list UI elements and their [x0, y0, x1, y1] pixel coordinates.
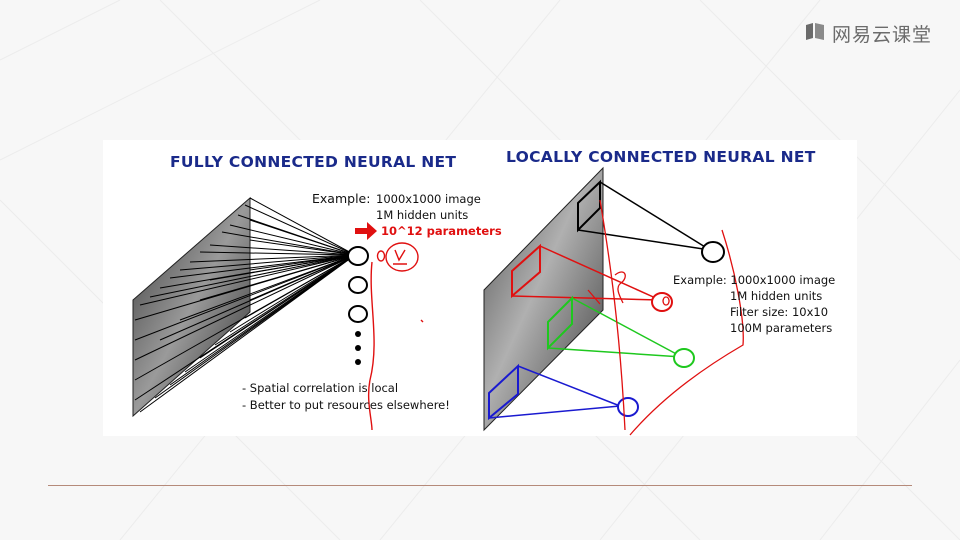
footer-divider [48, 485, 912, 486]
hidden-unit-3 [348, 305, 368, 323]
fully-connected-title: FULLY CONNECTED NEURAL NET [170, 153, 457, 171]
red-arrow-icon [355, 222, 377, 240]
parameter-count: 10^12 parameters [381, 224, 502, 238]
ellipsis-dot [355, 345, 361, 351]
brand-name: 网易云课堂 [831, 24, 932, 46]
filter-patch-blue [488, 363, 519, 421]
brand-logo: 网易云课堂 [804, 20, 932, 47]
filter-patch-red [511, 243, 541, 299]
hidden-unit-1 [347, 246, 369, 266]
bullet-better-resources: - Better to put resources elsewhere! [242, 398, 450, 412]
locally-connected-title: LOCALLY CONNECTED NEURAL NET [506, 148, 816, 166]
hidden-unit-blue [617, 397, 639, 417]
input-image-plane [483, 166, 604, 432]
filter-patch-green [547, 295, 573, 351]
hidden-unit-green [673, 348, 695, 368]
hidden-unit-2 [348, 276, 368, 294]
ellipsis-dot [355, 359, 361, 365]
ellipsis-dot [355, 331, 361, 337]
right-parameter-count: 100M parameters [730, 321, 833, 335]
right-hidden-units-count: 1M hidden units [730, 289, 823, 303]
hidden-units-count: 1M hidden units [376, 208, 469, 222]
book-logo-icon [804, 22, 826, 46]
filter-patch-black [577, 179, 601, 233]
bullet-spatial-correlation: - Spatial correlation is local [242, 381, 399, 395]
example-label: Example: [312, 191, 371, 206]
right-example-image-size: Example: 1000x1000 image [673, 273, 836, 287]
hidden-unit-black [701, 241, 725, 263]
example-image-size: 1000x1000 image [376, 192, 481, 206]
filter-size: Filter size: 10x10 [730, 305, 829, 319]
